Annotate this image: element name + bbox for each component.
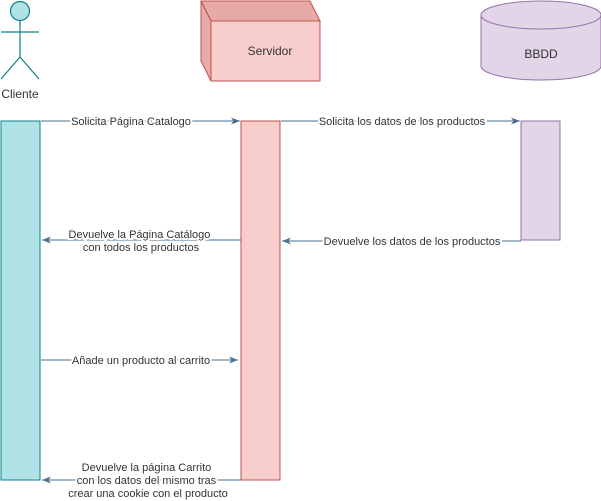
client-actor-label: Cliente <box>1 87 39 101</box>
message-return-products: Devuelve los datos de los productos <box>282 234 521 250</box>
client-actor: Cliente <box>0 0 40 101</box>
server-actor: Servidor <box>200 0 321 82</box>
server-activation-bar <box>240 120 281 481</box>
message-label-line: con los datos del mismo tras <box>77 475 217 487</box>
message-label-line: con todos los productos <box>83 242 200 254</box>
message-label-line: Añade un producto al carrito <box>72 355 210 367</box>
message-label: Solicita Página Catalogo <box>71 116 191 128</box>
database-activation-bar <box>520 120 561 241</box>
message-label-line: crear una cookie con el producto <box>68 488 228 500</box>
message-label-line: Solicita Página Catalogo <box>71 116 191 128</box>
message-request-products: Solicita los datos de los productos <box>281 114 520 130</box>
database-cylinder-top <box>480 0 601 30</box>
message-add-to-cart: Añade un producto al carrito <box>41 353 238 369</box>
message-return-catalog: Devuelve la Página Catálogo con todos lo… <box>42 227 241 256</box>
message-label: Solicita los datos de los productos <box>319 116 486 128</box>
server-box-top <box>200 0 321 22</box>
message-label: Devuelve los datos de los productos <box>324 236 501 248</box>
message-return-cart: Devuelve la página Carrito con los datos… <box>42 460 241 501</box>
message-label-line: Solicita los datos de los productos <box>319 116 486 128</box>
server-box-front <box>210 20 321 82</box>
database-cylinder-body <box>480 15 601 81</box>
database-actor-label: BBDD <box>524 47 558 61</box>
client-actor-right-leg <box>19 56 40 80</box>
message-label: Añade un producto al carrito <box>72 355 210 367</box>
message-label: Devuelve la página Carrito con los datos… <box>68 462 228 500</box>
server-actor-label: Servidor <box>248 44 293 58</box>
client-actor-head <box>9 0 31 22</box>
message-label: Devuelve la Página Catálogo con todos lo… <box>69 229 214 254</box>
client-actor-left-leg <box>0 56 21 80</box>
message-label-line: Devuelve la Página Catálogo <box>69 229 211 241</box>
message-request-catalog: Solicita Página Catalogo <box>41 114 240 130</box>
client-activation-bar <box>0 120 41 481</box>
message-label-line: Devuelve la página Carrito <box>82 462 212 474</box>
message-label-line: Devuelve los datos de los productos <box>324 236 501 248</box>
database-actor: BBDD <box>480 0 601 81</box>
